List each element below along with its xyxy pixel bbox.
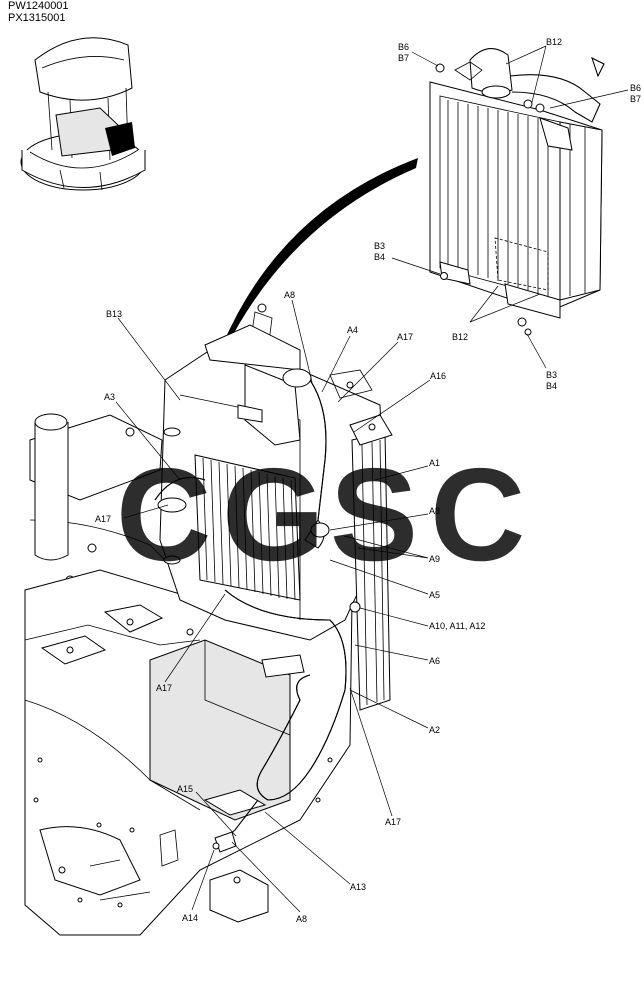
detail-callout-arc	[222, 158, 418, 348]
top-bracket	[204, 303, 373, 446]
label-a2: A2	[429, 725, 440, 735]
model-code-1: PW1240001	[8, 0, 69, 12]
inset-core-fins	[447, 100, 549, 296]
label-a10-a11-a12: A10, A11, A12	[429, 621, 485, 631]
label-a1: A1	[429, 458, 440, 468]
machine-overview-thumbnail	[20, 37, 146, 191]
label-a5: A5	[429, 590, 440, 600]
label-a17-lower: A17	[156, 683, 172, 693]
label-a17-top: A17	[397, 332, 413, 342]
callout-labels: B6 B7 B12 B6 B7 B3 B4 B12 B3 B4 B13 A8 A…	[95, 37, 641, 924]
label-b3-right: B3	[546, 370, 557, 380]
inset-radiator-detail	[429, 48, 605, 336]
leader-lines	[115, 45, 629, 913]
label-b4-left: B4	[374, 252, 385, 262]
radiator-hoses	[154, 368, 347, 691]
label-b7-right: B7	[630, 94, 641, 104]
label-a9: A9	[429, 554, 440, 564]
watermark-letter-2: G	[222, 441, 325, 588]
label-a15: A15	[177, 784, 193, 794]
label-a16: A16	[430, 371, 446, 381]
label-b6-right: B6	[630, 83, 641, 93]
label-a17-left: A17	[95, 514, 111, 524]
label-b7-left: B7	[398, 53, 409, 63]
label-a8-top: A8	[284, 290, 295, 300]
label-a8-mid: A8	[429, 506, 440, 516]
label-a17-bottom: A17	[385, 817, 401, 827]
watermark: C G S C	[116, 441, 525, 588]
label-a14: A14	[182, 913, 198, 923]
label-b12-top: B12	[546, 37, 562, 47]
label-b12-bottom: B12	[452, 332, 468, 342]
label-a3: A3	[104, 392, 115, 402]
watermark-letter-3: S	[330, 441, 418, 588]
drain-hose-coil	[212, 674, 346, 853]
counterweight-pillar	[34, 413, 69, 561]
label-a4: A4	[347, 325, 358, 335]
model-codes: PW1240001 PX1315001	[8, 0, 69, 24]
watermark-letter-1: C	[116, 441, 211, 588]
radiator-core	[194, 454, 301, 601]
oil-cooler	[349, 414, 393, 711]
label-b4-right: B4	[546, 381, 557, 391]
model-code-2: PX1315001	[8, 12, 66, 24]
label-b13: B13	[106, 309, 122, 319]
watermark-letter-4: C	[430, 441, 525, 588]
label-a8-bottom: A8	[296, 914, 307, 924]
label-b6-left: B6	[398, 42, 409, 52]
label-b3-left: B3	[374, 241, 385, 251]
label-a13: A13	[350, 882, 366, 892]
label-a6: A6	[429, 656, 440, 666]
